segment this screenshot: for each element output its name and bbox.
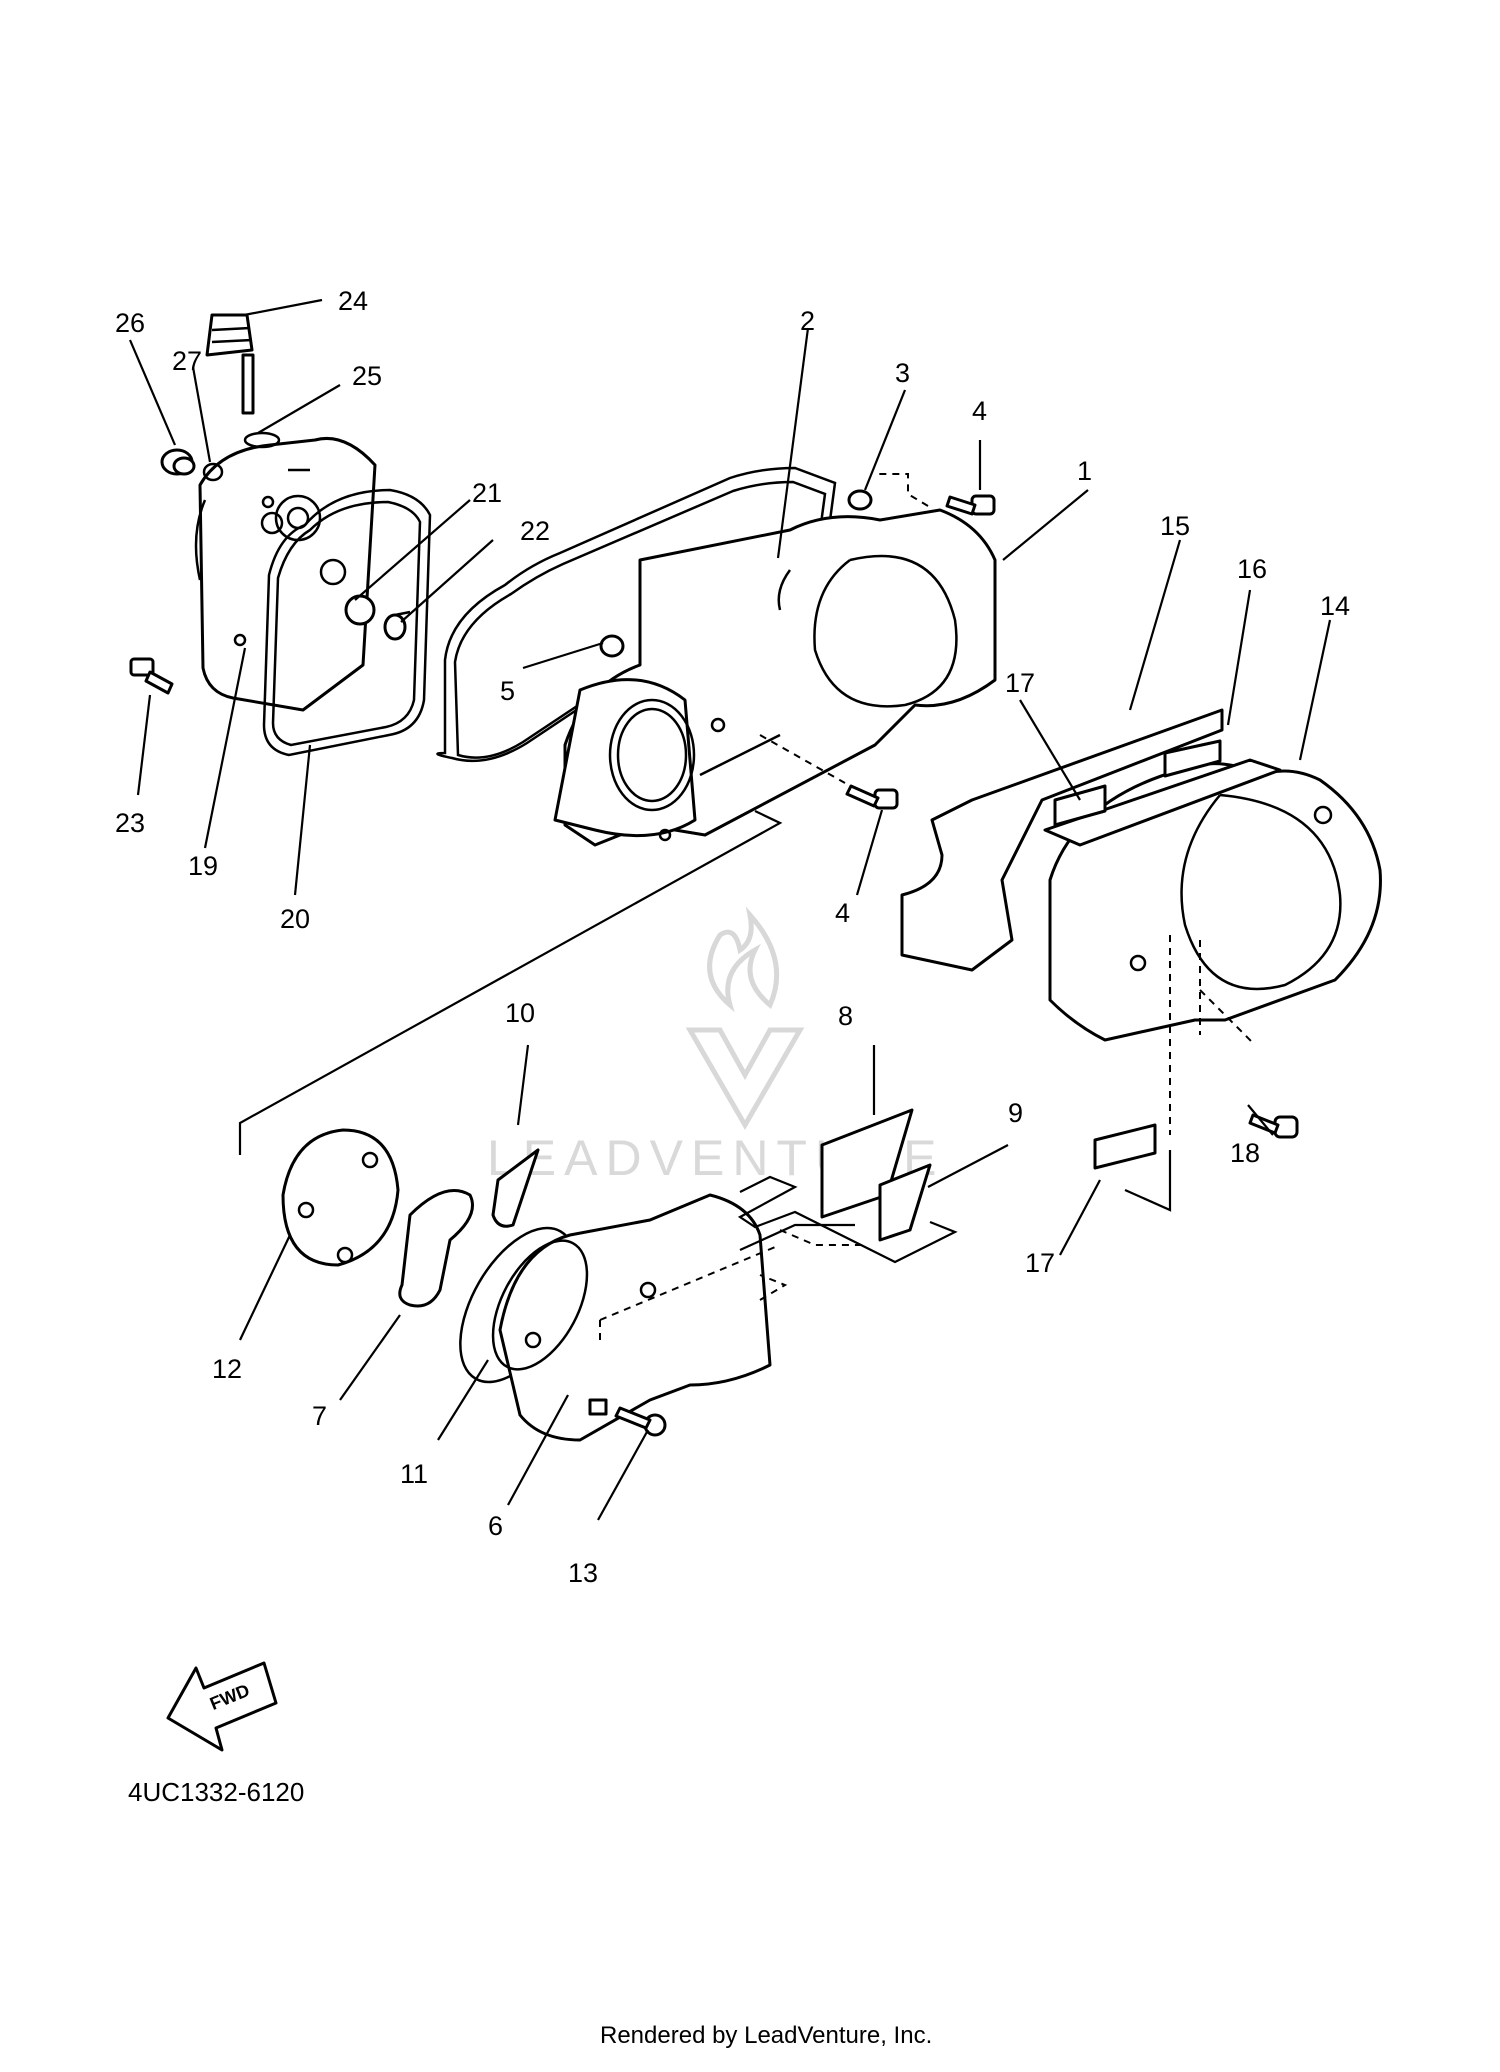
label-4-lower: 4 <box>835 898 850 928</box>
drain-plug-26 <box>160 448 196 476</box>
label-18: 18 <box>1230 1138 1260 1168</box>
fwd-arrow-icon: FWD <box>166 1661 278 1752</box>
label-17-lower: 17 <box>1025 1248 1055 1278</box>
crankcase-gasket-2 <box>436 466 837 763</box>
damper-17-upper <box>1053 784 1107 827</box>
oil-seal-21 <box>344 594 376 626</box>
label-10: 10 <box>505 998 535 1028</box>
leader-lines <box>128 298 1332 1521</box>
o-ring-25 <box>243 431 281 449</box>
dowel-pin-3 <box>847 489 873 511</box>
label-4-upper: 4 <box>972 396 987 426</box>
label-14: 14 <box>1320 591 1350 621</box>
label-7: 7 <box>312 1401 327 1431</box>
part-number-labels: 1 2 3 4 4 5 6 7 8 9 10 11 12 13 14 15 16… <box>115 286 1350 1588</box>
label-5: 5 <box>500 676 515 706</box>
label-8: 8 <box>838 1001 853 1031</box>
label-9: 9 <box>1008 1098 1023 1128</box>
label-16: 16 <box>1237 554 1267 584</box>
label-3: 3 <box>895 358 910 388</box>
crankcase-cover-1 <box>553 508 997 847</box>
label-11: 11 <box>400 1459 428 1489</box>
label-1: 1 <box>1077 456 1092 486</box>
bolt-18 <box>1248 1113 1299 1139</box>
label-2: 2 <box>800 306 815 336</box>
label-15: 15 <box>1160 511 1190 541</box>
label-21: 21 <box>472 478 502 508</box>
label-25: 25 <box>352 361 382 391</box>
crankcase-cover-19 <box>194 436 377 712</box>
duct-6 <box>491 1193 772 1442</box>
outer-cover-14 <box>1048 762 1382 1042</box>
label-22: 22 <box>520 516 550 546</box>
bolt-4-lower <box>845 784 899 810</box>
label-23: 23 <box>115 808 145 838</box>
gasket-27 <box>202 462 224 482</box>
sponge-10 <box>491 1148 540 1228</box>
diagram-code: 4UC1332-6120 <box>128 1777 305 1807</box>
label-27: 27 <box>172 346 202 376</box>
label-12: 12 <box>212 1354 242 1384</box>
bolt-4-upper <box>945 494 996 516</box>
label-17-upper: 17 <box>1005 668 1035 698</box>
label-13: 13 <box>568 1558 598 1588</box>
label-6: 6 <box>488 1511 503 1541</box>
label-20: 20 <box>280 904 310 934</box>
bolt-23 <box>129 657 174 695</box>
footer-credit: Rendered by LeadVenture, Inc. <box>600 2022 933 2049</box>
label-26: 26 <box>115 308 145 338</box>
dowel-pin-5 <box>599 634 625 658</box>
cover-gasket-20 <box>262 488 432 757</box>
label-24: 24 <box>338 286 368 316</box>
label-19: 19 <box>188 851 218 881</box>
damper-17-lower <box>1093 1123 1157 1170</box>
seal-7 <box>398 1189 474 1308</box>
insulation-15 <box>900 708 1224 972</box>
cover-16 <box>1043 739 1282 847</box>
element-9 <box>878 1163 932 1242</box>
bolt-13 <box>614 1406 667 1437</box>
dipstick-24 <box>205 313 255 415</box>
dowel-pin-22 <box>383 610 411 641</box>
cover-plate-12 <box>281 1128 400 1267</box>
